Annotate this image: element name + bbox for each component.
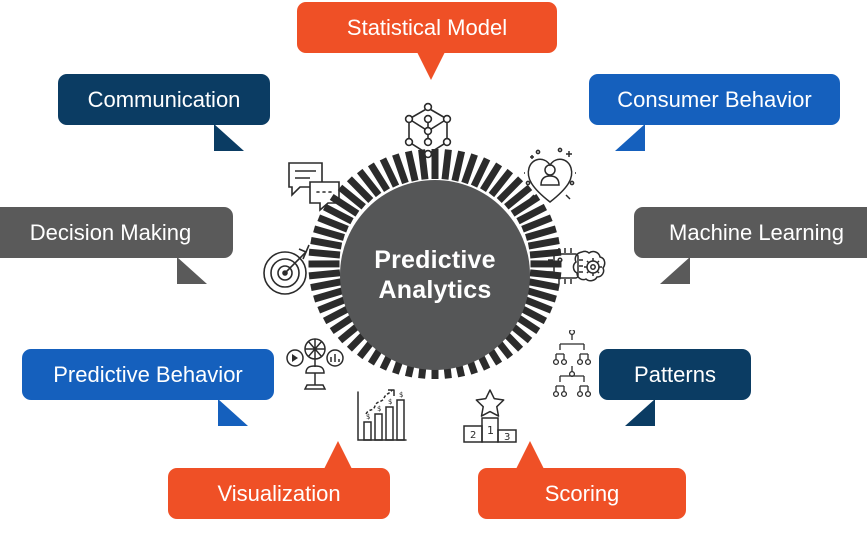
callout-scoring[interactable]: Scoring — [478, 441, 686, 520]
svg-text:3: 3 — [504, 432, 510, 443]
callout-visualization[interactable]: Visualization — [168, 441, 390, 520]
central-hub: Predictive Analytics — [305, 145, 565, 405]
callout-consumer-behavior[interactable]: Consumer Behavior — [589, 74, 840, 152]
svg-text:$: $ — [399, 391, 403, 399]
callout-machine-learning[interactable]: Machine Learning — [634, 207, 867, 285]
svg-text:1: 1 — [487, 424, 494, 437]
callout-patterns[interactable]: Patterns — [599, 349, 751, 427]
svg-text:$: $ — [366, 413, 370, 421]
callout-label-decision-making: Decision Making — [29, 220, 192, 245]
consumer-ai-icon — [522, 145, 578, 207]
callout-tail-machine-learning — [660, 257, 690, 285]
callout-communication[interactable]: Communication — [58, 74, 270, 152]
callout-label-patterns: Patterns — [634, 362, 716, 387]
callout-label-communication: Communication — [87, 87, 241, 112]
callout-tail-scoring — [516, 441, 544, 469]
network-cube-icon — [399, 102, 457, 160]
callout-label-machine-learning: Machine Learning — [669, 220, 844, 245]
callout-tail-visualization — [324, 441, 352, 469]
svg-text:$: $ — [377, 405, 381, 413]
podium-star-icon: 1 2 3 — [460, 388, 520, 446]
callout-tail-patterns — [625, 399, 655, 427]
callout-tail-statistical-model — [417, 52, 445, 81]
pattern-tree-icon — [552, 330, 592, 406]
chip-brain-icon — [548, 240, 610, 298]
callout-label-statistical-model: Statistical Model — [346, 15, 508, 40]
callout-statistical-model[interactable]: Statistical Model — [297, 2, 557, 81]
callout-tail-decision-making — [177, 257, 207, 285]
target-dart-icon — [261, 243, 315, 297]
svg-text:$: $ — [388, 398, 392, 406]
callout-label-predictive-behavior: Predictive Behavior — [53, 362, 243, 387]
callout-tail-predictive-behavior — [218, 399, 248, 427]
chat-bubbles-icon — [286, 160, 342, 212]
callout-tail-communication — [214, 124, 244, 152]
hub-label: Predictive Analytics — [374, 246, 496, 304]
callout-predictive-behavior[interactable]: Predictive Behavior — [22, 349, 274, 427]
callout-label-scoring: Scoring — [544, 481, 620, 506]
svg-text:2: 2 — [470, 430, 476, 441]
callout-label-visualization: Visualization — [217, 481, 341, 506]
bar-chart-icon: $ $ $ $ — [352, 388, 410, 446]
callout-decision-making[interactable]: Decision Making — [0, 207, 233, 285]
callout-label-consumer-behavior: Consumer Behavior — [617, 87, 812, 112]
hub-circle: Predictive Analytics — [340, 180, 530, 370]
callout-tail-consumer-behavior — [615, 124, 645, 152]
media-presenter-icon — [286, 333, 344, 395]
